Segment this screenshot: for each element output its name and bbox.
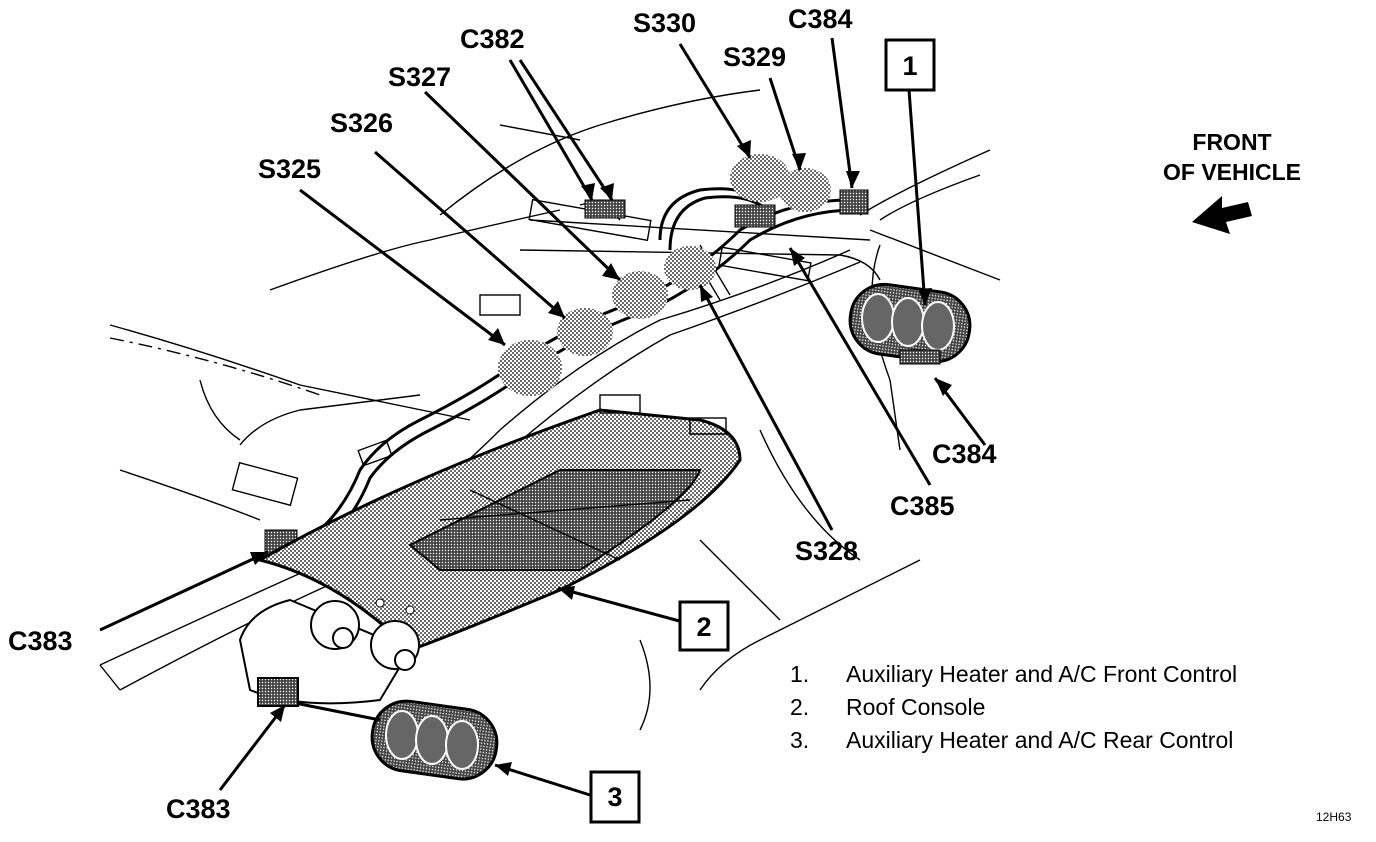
label-c382: C382	[460, 24, 525, 54]
front-of-vehicle-indicator: FRONT OF VEHICLE	[1163, 129, 1301, 234]
roof-console	[238, 394, 742, 705]
front-label-line1: FRONT	[1192, 129, 1271, 155]
legend-text-3: Auxiliary Heater and A/C Rear Control	[846, 727, 1233, 753]
front-arrow-icon	[1192, 196, 1252, 234]
callout-labels: S325 S326 S327 C382 S330 S329 C384 C384 …	[8, 4, 997, 824]
connector-c382	[584, 199, 626, 219]
legend-number-3: 3.	[790, 727, 809, 753]
front-control-unit	[848, 282, 972, 365]
connector-c384-top	[839, 189, 869, 215]
rear-control-unit	[257, 677, 499, 781]
legend-number-2: 2.	[790, 694, 809, 720]
label-c383-bottom: C383	[166, 794, 231, 824]
label-s325: S325	[258, 154, 321, 184]
splice-s325	[498, 340, 562, 396]
connector-c385	[734, 204, 776, 228]
label-s329: S329	[723, 42, 786, 72]
label-c384-right: C384	[932, 439, 997, 469]
label-c384-top: C384	[788, 4, 853, 34]
label-s328: S328	[795, 536, 858, 566]
leader-lines	[99, 37, 987, 797]
splice-s328	[664, 246, 716, 290]
splice-s326	[557, 308, 613, 356]
front-label-line2: OF VEHICLE	[1163, 159, 1301, 185]
splice-s329	[779, 168, 831, 212]
label-s326: S326	[330, 108, 393, 138]
figure-code: 12H63	[1316, 810, 1352, 824]
legend: 1. Auxiliary Heater and A/C Front Contro…	[790, 661, 1237, 753]
label-c385: C385	[890, 491, 955, 521]
legend-text-2: Roof Console	[846, 694, 985, 720]
index-box-3: 3	[607, 782, 622, 812]
arrowheads	[250, 140, 952, 776]
splice-s327	[612, 271, 668, 319]
splice-s330	[730, 154, 790, 202]
index-box-1: 1	[902, 51, 917, 81]
legend-number-1: 1.	[790, 661, 809, 687]
label-c383-left: C383	[8, 626, 73, 656]
roof-outline	[109, 89, 1001, 731]
label-s330: S330	[633, 8, 696, 38]
index-box-2: 2	[696, 612, 711, 642]
splice-points	[264, 154, 869, 557]
label-s327: S327	[388, 62, 451, 92]
legend-text-1: Auxiliary Heater and A/C Front Control	[846, 661, 1237, 687]
index-boxes: 1 2 3	[589, 38, 936, 824]
connector-c383-lower	[257, 677, 299, 707]
